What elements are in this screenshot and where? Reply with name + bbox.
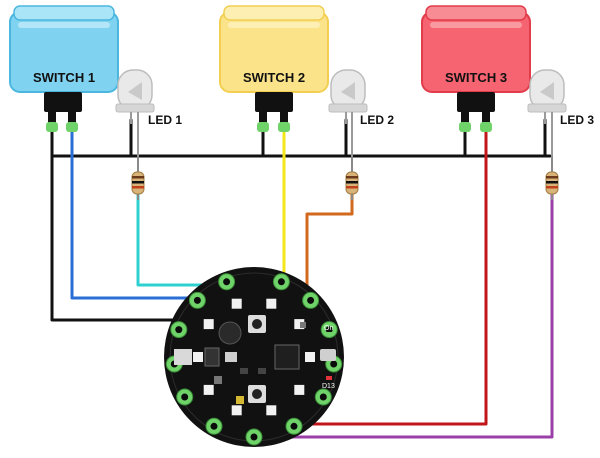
switch-1: SWITCH 1 (9, 5, 119, 132)
resistor-1 (131, 156, 145, 200)
board-neopixel (294, 319, 305, 330)
switch3-signal-wire (304, 124, 488, 426)
led-3-label: LED 3 (560, 113, 594, 127)
resistors (131, 156, 559, 200)
led-3: LED 3 (527, 69, 594, 156)
board-pad-hole (290, 422, 298, 430)
board-pad-hole (307, 296, 315, 304)
switch-1-body (44, 92, 82, 112)
board-neopixel (266, 298, 277, 309)
board-battery-connector (174, 349, 192, 365)
board-d13-label: D13 (322, 383, 335, 390)
resistor-3 (545, 156, 559, 200)
switch-2: SWITCH 2 (219, 5, 329, 132)
board-neopixel (305, 352, 315, 362)
led-1-label: LED 1 (148, 113, 182, 127)
circuit-board: On D13 (164, 267, 344, 447)
board-pad-hole (223, 278, 231, 286)
board-pad-hole (277, 278, 285, 286)
board-pad-hole (325, 326, 333, 334)
board-speaker (218, 321, 242, 345)
wires (50, 118, 554, 439)
board-on-label: On (324, 325, 333, 332)
switch-1-label: SWITCH 1 (33, 70, 95, 85)
led-2: LED 2 (328, 69, 394, 156)
board-neopixel (203, 384, 214, 395)
board-pad-hole (330, 360, 338, 368)
board-pad-hole (175, 326, 183, 334)
switch-2-label: SWITCH 2 (243, 70, 305, 85)
led3-signal-wire (281, 193, 554, 439)
board-neopixel (294, 384, 305, 395)
board-neopixel (203, 319, 214, 330)
board-neopixel (231, 298, 242, 309)
led-2-label: LED 2 (360, 113, 394, 127)
board-chip (274, 344, 300, 370)
switch-3-body (457, 92, 495, 112)
resistor-2 (345, 156, 359, 200)
board-pad-hole (181, 393, 189, 401)
board-neopixel (231, 405, 242, 416)
board-neopixel (193, 352, 203, 362)
switch-3: SWITCH 3 (421, 5, 531, 132)
board-body (164, 267, 344, 447)
switch-3-label: SWITCH 3 (445, 70, 507, 85)
switch1-signal-wire (70, 124, 198, 300)
board-neopixel (266, 405, 277, 416)
led-1: LED 1 (115, 69, 182, 156)
switch1-ground-wire (50, 124, 198, 322)
board-pad-hole (319, 393, 327, 401)
led1-signal-wire (136, 193, 224, 287)
switch-2-body (255, 92, 293, 112)
board-usb (320, 349, 336, 361)
board-pad-hole (250, 433, 258, 441)
led2-signal-wire (305, 193, 354, 287)
board-pad-hole (193, 296, 201, 304)
board-pad-hole (210, 422, 218, 430)
